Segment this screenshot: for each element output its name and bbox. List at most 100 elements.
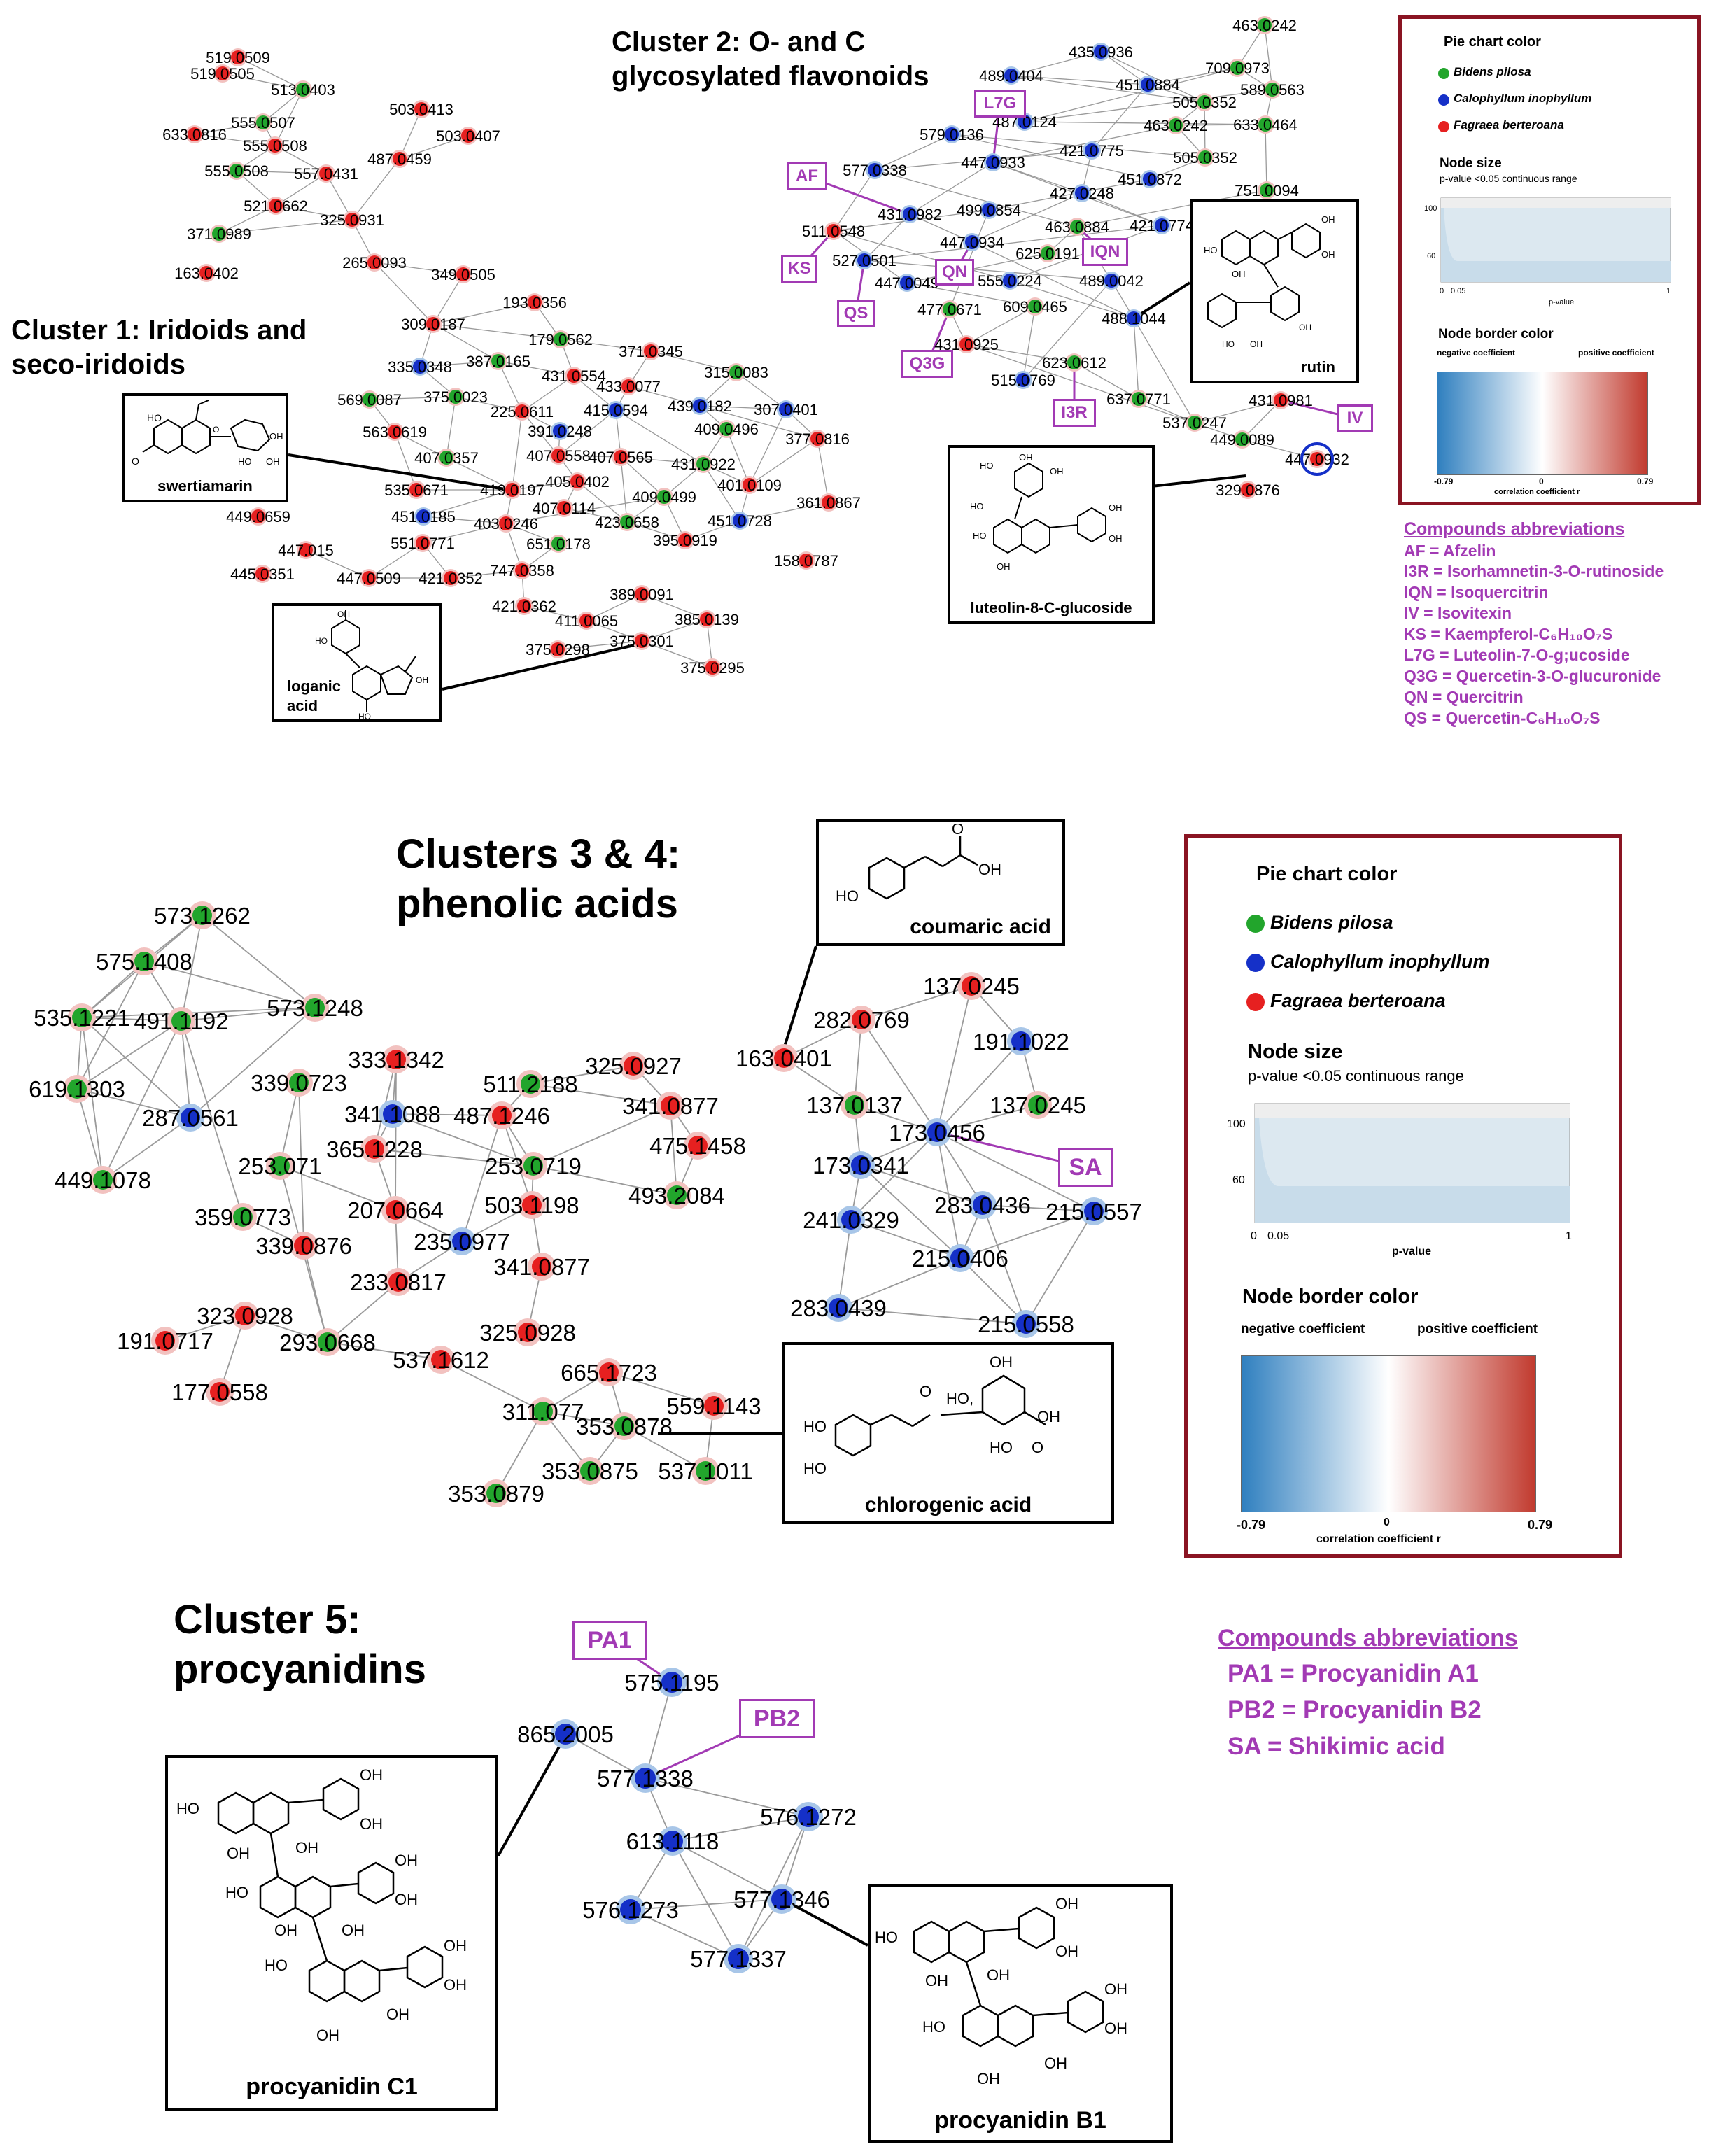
network-node[interactable]: 623.0612 (1042, 353, 1106, 372)
network-node[interactable]: 193.0356 (502, 293, 567, 311)
network-node[interactable]: 555.0507 (231, 113, 295, 132)
network-node[interactable]: 633.0464 (1233, 115, 1297, 134)
network-node[interactable]: 551.0771 (391, 534, 455, 552)
network-node[interactable]: 609.0465 (1003, 297, 1067, 316)
network-node[interactable]: 475.1458 (649, 1132, 746, 1160)
network-node[interactable]: 353.0875 (542, 1457, 638, 1485)
network-node[interactable]: 421.0362 (492, 597, 556, 615)
network-node[interactable]: 283.0436 (934, 1191, 1031, 1219)
network-node[interactable]: 451.0728 (708, 512, 772, 530)
network-node[interactable]: 577.0338 (843, 161, 907, 179)
network-node[interactable]: 625.0191 (1015, 244, 1080, 262)
network-node[interactable]: 333.1342 (348, 1045, 444, 1073)
network-node[interactable]: 375.0298 (526, 640, 590, 658)
network-node[interactable]: 163.0401 (736, 1044, 832, 1072)
network-node[interactable]: 493.2084 (628, 1181, 725, 1209)
network-node[interactable]: 511.0548 (802, 222, 865, 240)
network-node[interactable]: 407.0558 (526, 446, 591, 465)
network-node[interactable]: 431.0554 (542, 367, 606, 385)
network-node[interactable]: 637.0771 (1106, 390, 1171, 408)
network-node[interactable]: 253.071 (238, 1152, 322, 1180)
network-node[interactable]: 309.0187 (401, 315, 465, 333)
network-node[interactable]: 163.0402 (174, 264, 239, 282)
network-node[interactable]: 519.0505 (190, 64, 255, 83)
network-node[interactable]: 445.0351 (230, 565, 295, 583)
network-node[interactable]: 488.1044 (1102, 309, 1166, 327)
network-node[interactable]: 431.0922 (671, 455, 736, 473)
network-node[interactable]: 451.0884 (1116, 76, 1180, 94)
network-node[interactable]: 241.0329 (803, 1206, 899, 1234)
network-node[interactable]: 449.0089 (1210, 430, 1274, 449)
network-node[interactable]: 287.0561 (142, 1104, 239, 1132)
network-node[interactable]: 375.0301 (610, 632, 674, 650)
network-node[interactable]: 225.0611 (491, 402, 554, 421)
network-node[interactable]: 158.0787 (774, 551, 838, 570)
network-node[interactable]: 573.1262 (154, 901, 251, 929)
network-node[interactable]: 449.0659 (226, 507, 290, 526)
network-node[interactable]: 431.0925 (934, 335, 999, 353)
network-node[interactable]: 449.1078 (55, 1166, 151, 1194)
network-node[interactable]: 665.1723 (561, 1358, 657, 1386)
network-node[interactable]: 315.0083 (704, 363, 768, 381)
network-node[interactable]: 385.0139 (675, 610, 739, 628)
network-node[interactable]: 253.0719 (485, 1152, 582, 1180)
network-node[interactable]: 431.0982 (878, 205, 942, 223)
network-node[interactable]: 421.0775 (1060, 141, 1124, 160)
network-node[interactable]: 633.0816 (162, 125, 227, 143)
network-node[interactable]: 207.0664 (347, 1196, 444, 1224)
network-node[interactable]: 427.0248 (1050, 184, 1114, 202)
network-node[interactable]: 179.0562 (528, 330, 593, 348)
network-node[interactable]: 447.0934 (940, 233, 1004, 251)
network-node[interactable]: 651.0178 (526, 535, 591, 553)
network-node[interactable]: 375.0023 (423, 388, 488, 406)
network-node[interactable]: 555.0508 (243, 136, 307, 155)
network-node[interactable]: 559.1143 (666, 1392, 761, 1420)
network-node[interactable]: 527.0501 (832, 251, 896, 269)
network-node[interactable]: 349.0505 (431, 265, 495, 283)
network-node[interactable]: 577.1346 (733, 1884, 830, 1914)
network-node[interactable]: 477.0671 (917, 300, 982, 318)
network-node[interactable]: 619.1303 (29, 1075, 125, 1103)
network-node[interactable]: 411.0065 (555, 612, 618, 630)
network-node[interactable]: 325.0927 (585, 1052, 682, 1080)
network-node[interactable]: 537.1011 (658, 1457, 753, 1485)
network-node[interactable]: 341.0877 (493, 1253, 590, 1281)
network-node[interactable]: 503.1198 (484, 1191, 579, 1219)
network-node[interactable]: 433.0077 (596, 377, 661, 395)
network-node[interactable]: 751.0094 (1235, 181, 1299, 199)
network-node[interactable]: 503.0407 (436, 127, 500, 145)
network-node[interactable]: 265.0093 (342, 253, 407, 272)
network-node[interactable]: 325.0928 (479, 1318, 576, 1346)
network-node[interactable]: 407.0565 (589, 448, 653, 466)
network-node[interactable]: 537.0247 (1162, 414, 1227, 432)
network-node[interactable]: 709.0973 (1205, 59, 1270, 77)
network-node[interactable]: 451.0185 (391, 507, 456, 526)
network-node[interactable]: 405.0402 (545, 472, 610, 491)
network-node[interactable]: 489.0042 (1079, 272, 1144, 290)
network-node[interactable]: 415.0594 (584, 401, 648, 419)
network-node[interactable]: 579.0136 (920, 125, 984, 143)
network-node[interactable]: 505.0352 (1172, 93, 1237, 111)
network-node[interactable]: 371.0345 (619, 342, 683, 360)
network-node[interactable]: 335.0348 (388, 358, 452, 376)
network-node[interactable]: 365.1228 (326, 1135, 423, 1163)
network-node[interactable]: 137.0137 (806, 1091, 903, 1119)
network-node[interactable]: 569.0087 (337, 390, 402, 409)
network-node[interactable]: 447.015 (278, 541, 334, 559)
network-node[interactable]: 235.0977 (414, 1227, 510, 1255)
network-node[interactable]: 439.0182 (668, 397, 732, 415)
network-node[interactable]: 557.0431 (294, 164, 358, 183)
network-node[interactable]: 747.0358 (490, 561, 554, 579)
network-node[interactable]: 387.0165 (466, 352, 530, 370)
network-node[interactable]: 177.0558 (171, 1378, 268, 1406)
network-node[interactable]: 407.0357 (414, 449, 479, 467)
network-node[interactable]: 515.0769 (991, 371, 1055, 389)
network-node[interactable]: 576.1273 (582, 1895, 679, 1924)
network-node[interactable]: 573.1248 (267, 994, 363, 1022)
network-node[interactable]: 341.0877 (622, 1092, 719, 1120)
network-node[interactable]: 421.0774 (1130, 216, 1194, 234)
network-node[interactable]: 575.1195 (624, 1668, 719, 1697)
network-node[interactable]: 407.0114 (533, 499, 596, 517)
network-node[interactable]: 307.0401 (754, 400, 818, 418)
network-node[interactable]: 589.0563 (1240, 80, 1304, 99)
